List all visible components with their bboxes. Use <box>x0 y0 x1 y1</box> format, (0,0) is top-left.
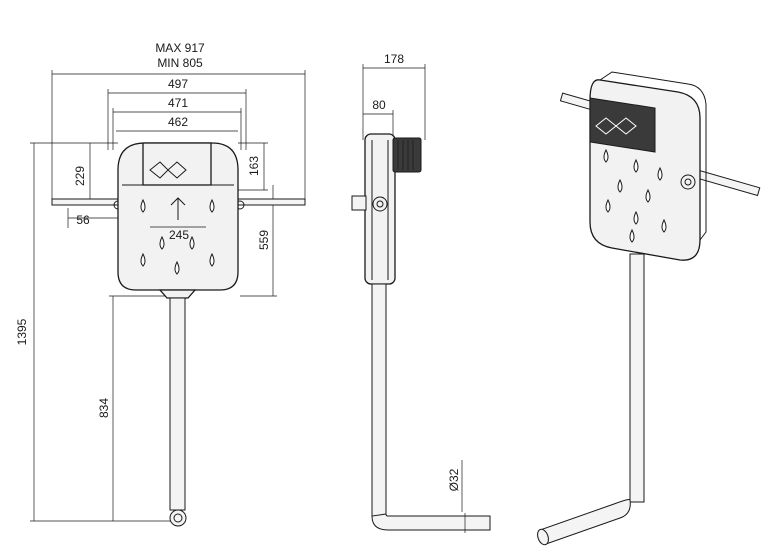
dim-834-label: 834 <box>97 398 111 418</box>
isometric-view <box>537 71 761 546</box>
dim-56-label: 56 <box>76 213 90 227</box>
tank-body-side <box>364 133 396 285</box>
flush-plate <box>142 142 212 186</box>
dim-178-label: 178 <box>384 52 404 66</box>
dim-245-label: 245 <box>169 228 189 242</box>
pipe-bend-side <box>371 513 491 531</box>
flush-pipe-side <box>371 283 387 517</box>
dim-471-label: 471 <box>168 96 188 110</box>
flush-plate-iso <box>589 97 656 153</box>
flush-plate-side <box>392 137 422 173</box>
dim-462-label: 462 <box>168 115 188 129</box>
pipe-outlet-end <box>169 509 187 527</box>
front-view: MAX 917 MIN 805 497 471 462 1395 229 83 <box>15 41 306 527</box>
dim-1395-label: 1395 <box>15 318 29 345</box>
front-left-dimensions: 1395 229 834 56 <box>15 142 172 522</box>
dim-min-label: MIN 805 <box>157 56 203 70</box>
right-bracket <box>235 198 306 206</box>
up-arrow-icon <box>170 197 186 220</box>
dim-229-label: 229 <box>73 166 87 186</box>
flush-pipe-iso <box>629 253 645 503</box>
dim-80-label: 80 <box>372 98 386 112</box>
flush-pipe-front <box>169 297 186 511</box>
dim-max-label: MAX 917 <box>155 41 205 55</box>
water-drops-front <box>140 198 215 275</box>
left-bracket <box>51 198 123 206</box>
dim-163-label: 163 <box>247 156 261 176</box>
front-right-dimensions: 163 559 <box>238 142 277 297</box>
dim-497-label: 497 <box>168 77 188 91</box>
logo-mark <box>149 161 187 179</box>
dim-559-label: 559 <box>257 230 271 250</box>
dim-pipe-diameter-label: Ø32 <box>447 468 461 491</box>
water-drops-iso <box>603 148 667 243</box>
side-view: 178 80 Ø32 <box>351 52 491 533</box>
pipe-bend-iso <box>539 499 631 545</box>
